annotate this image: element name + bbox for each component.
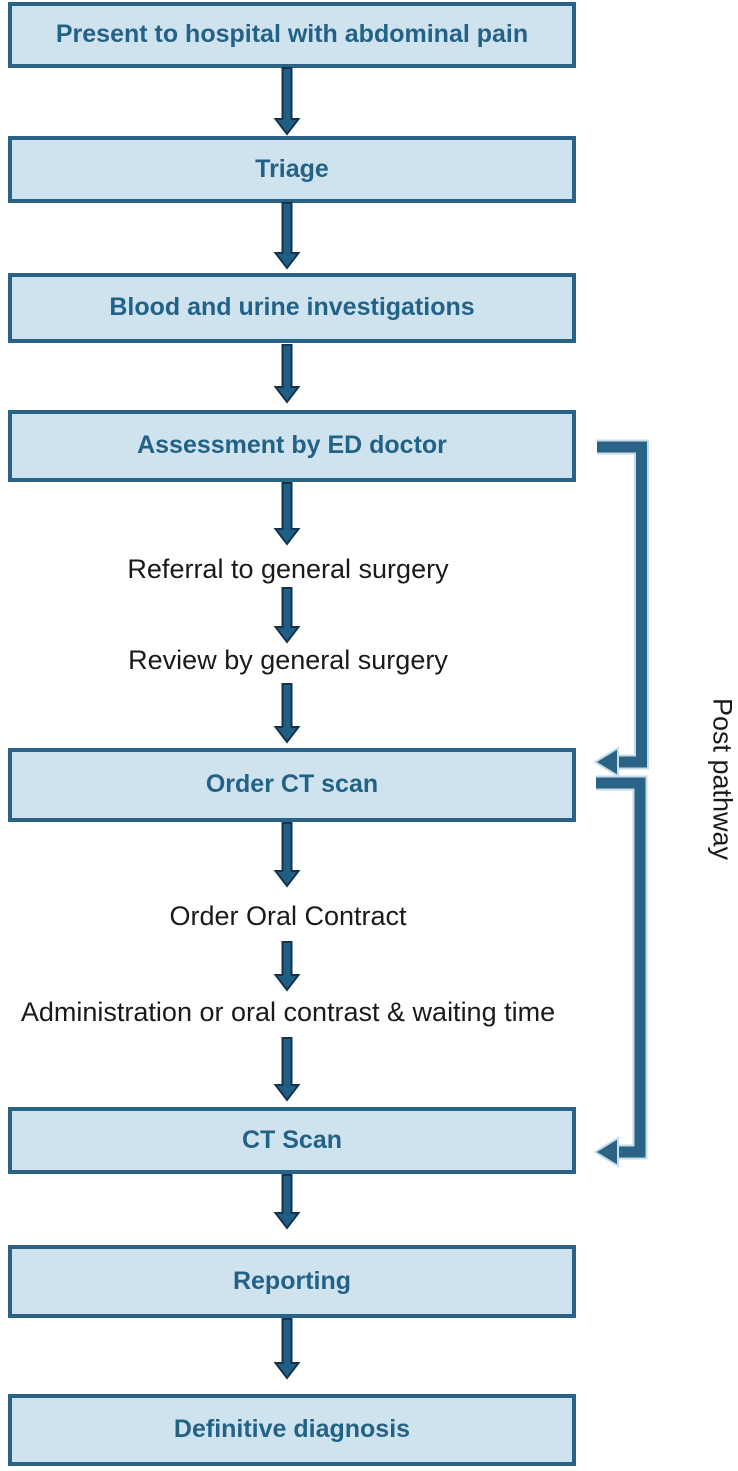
arrow-down-icon — [273, 67, 301, 136]
bracket-arrow-order-ct-to-ct-scan — [593, 775, 648, 1168]
flow-box-label: CT Scan — [241, 1125, 343, 1154]
arrow-down-icon — [273, 1037, 301, 1102]
step-text-order-oral-contract: Order Oral Contract — [169, 901, 407, 931]
bracket-arrow-assessment-to-order-ct — [593, 439, 649, 778]
flow-box-label: Reporting — [232, 1266, 352, 1295]
arrow-left-icon — [593, 746, 619, 778]
arrow-down-icon — [273, 1174, 301, 1230]
arrow-down-icon — [273, 344, 301, 404]
flow-box-ct-scan: CT Scan — [8, 1107, 576, 1174]
arrow-down-icon — [273, 1318, 301, 1380]
flow-box-label: Definitive diagnosis — [173, 1415, 411, 1444]
arrow-down-icon — [273, 822, 301, 888]
flow-box-blood-urine-investigations: Blood and urine investigations — [8, 273, 576, 343]
arrow-down-icon — [273, 941, 301, 992]
flow-box-definitive-diagnosis: Definitive diagnosis — [8, 1394, 576, 1466]
arrow-down-icon — [273, 587, 301, 644]
flow-box-order-ct-scan: Order CT scan — [8, 748, 576, 822]
flow-box-present-to-hospital: Present to hospital with abdominal pain — [8, 2, 576, 68]
side-label-post-pathway: Post pathway — [707, 697, 738, 861]
arrow-down-icon — [273, 202, 301, 270]
flow-box-assessment-ed-doctor: Assessment by ED doctor — [8, 410, 576, 482]
flow-box-reporting: Reporting — [8, 1245, 576, 1318]
flow-box-label: Assessment by ED doctor — [137, 431, 447, 460]
flow-box-label: Triage — [255, 154, 329, 183]
step-text-referral-general-surgery: Referral to general surgery — [127, 554, 449, 584]
flow-box-label: Present to hospital with abdominal pain — [55, 20, 529, 49]
arrow-down-icon — [273, 482, 301, 546]
arrow-left-icon — [593, 1136, 619, 1168]
step-text-administration-oral-contrast: Administration or oral contrast & waitin… — [20, 997, 556, 1027]
step-text-review-general-surgery: Review by general surgery — [128, 645, 448, 675]
arrow-down-icon — [273, 683, 301, 744]
flow-box-label: Order CT scan — [205, 770, 379, 799]
flow-box-label: Blood and urine investigations — [109, 293, 475, 322]
flow-box-triage: Triage — [8, 136, 576, 203]
